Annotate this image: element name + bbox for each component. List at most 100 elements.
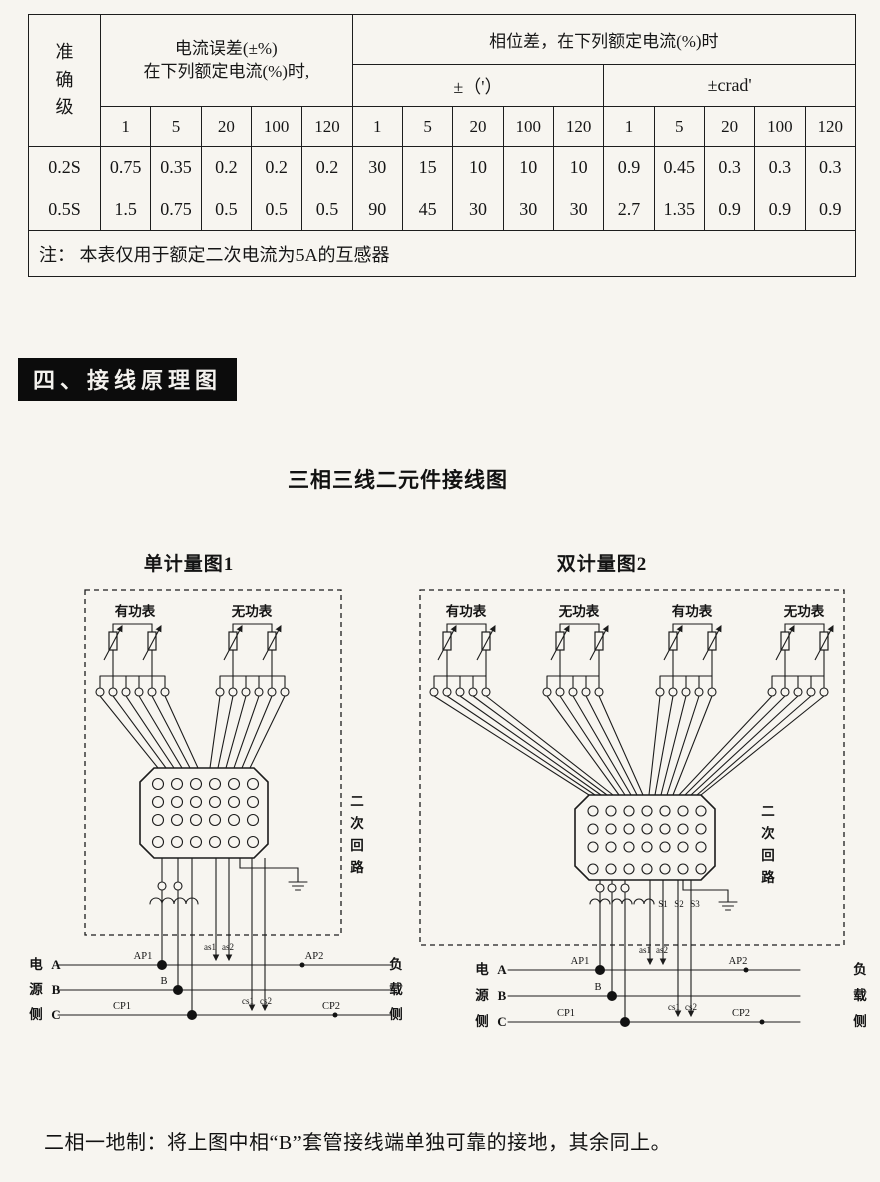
cell: 30 (351, 146, 403, 189)
source-side-char: 侧 (475, 1013, 489, 1029)
source-side-char: 电 (29, 956, 43, 972)
load-side-char: 侧 (389, 1006, 403, 1022)
loop-char: 次 (350, 815, 364, 831)
secondary-circuit-boundary-right (419, 589, 845, 946)
terminal-label-AP1: AP1 (571, 956, 590, 967)
winding-label-s2: S2 (674, 899, 684, 909)
phase-minutes-header: ±（'） (351, 64, 605, 107)
wiring-diagrams: 单计量图1 有功表 无功表 (29, 552, 867, 1029)
load-side-char: 负 (389, 956, 403, 972)
terminal-label-as1: as1 (204, 942, 216, 952)
terminal-label-AP2: AP2 (729, 956, 748, 967)
diagram-title: 三相三线二元件接线图 (288, 468, 508, 492)
load-side-char: 载 (389, 981, 403, 997)
cell: 0.5 (301, 188, 353, 231)
cross-wiring-left (99, 695, 286, 769)
phase-letter: C (51, 1007, 60, 1022)
cell: 0.9 (754, 188, 806, 231)
active-meter-label: 有功表 (446, 603, 487, 619)
percent-columns-row: 1 5 20 100 120 1 5 20 100 120 1 5 20 100… (29, 106, 857, 147)
terminal-label-cs1: cs1 (668, 1002, 680, 1012)
percent-col: 1 (99, 106, 152, 147)
terminal-label-CP2: CP2 (732, 1008, 750, 1019)
terminal-block-left (139, 767, 269, 859)
secondary-loop-label-left: 二 次 回 路 (350, 794, 364, 875)
loop-char: 次 (761, 825, 775, 841)
diagram-single-metering: 单计量图1 有功表 无功表 (29, 552, 403, 1022)
accuracy-class-header: 准 确 级 (28, 14, 101, 147)
percent-col: 1 (603, 106, 655, 147)
terminal-label-cs1: cs1 (242, 996, 254, 1006)
right-diagram-caption: 双计量图2 (557, 553, 648, 575)
percent-col: 100 (502, 106, 554, 147)
percent-col: 20 (200, 106, 252, 147)
loop-char: 二 (761, 804, 775, 819)
phase-difference-header: 相位差，在下列额定电流(%)时 (351, 14, 857, 65)
winding-label-s3: S3 (690, 899, 700, 909)
cell: 0.75 (99, 146, 152, 189)
section-heading: 四、接线原理图 (18, 358, 238, 401)
load-side-char: 载 (853, 987, 867, 1003)
meter-terminal-row-left (95, 687, 290, 697)
phase-letter: A (51, 957, 61, 972)
table-row: 0.2S 0.75 0.35 0.2 0.2 0.2 30 15 10 10 1… (28, 146, 857, 189)
table-row: 0.5S 1.5 0.75 0.5 0.5 0.5 90 45 30 30 30… (28, 188, 857, 231)
cell: 15 (401, 146, 454, 189)
cell: 0.5 (200, 188, 252, 231)
percent-col: 20 (452, 106, 504, 147)
cell: 1.35 (653, 188, 705, 231)
cell: 0.35 (150, 146, 202, 189)
reactive-meter-label: 无功表 (558, 603, 600, 619)
percent-col: 120 (552, 106, 605, 147)
cell: 10 (552, 146, 605, 189)
load-side-char: 负 (853, 961, 867, 977)
terminal-label-CP1: CP1 (557, 1008, 575, 1019)
table-note: 注： 本表仅用于额定二次电流为5A的互感器 (28, 230, 856, 277)
source-side-char: 源 (29, 981, 43, 997)
percent-col: 120 (804, 106, 857, 147)
ct-secondary-right: S1 S2 S3 as1 as2 cs1 cs2 (589, 879, 700, 1023)
footer-note: 二相一地制：将上图中相“B”套管接线端单独可靠的接地，其余同上。 (44, 1132, 672, 1154)
terminal-label-as1: as1 (639, 945, 651, 955)
left-diagram-caption: 单计量图1 (144, 552, 235, 575)
meter-elements-left (99, 623, 286, 689)
accuracy-class-cell: 0.2S (28, 146, 101, 189)
cell: 0.5 (250, 188, 303, 231)
loop-char: 回 (761, 848, 775, 863)
phase-letter: A (497, 962, 507, 977)
terminal-label-AP1: AP1 (134, 951, 153, 962)
terminal-label-CP2: CP2 (322, 1001, 340, 1012)
cell: 0.9 (603, 146, 655, 189)
current-error-header: 电流误差(±%) 在下列额定电流(%)时, (100, 14, 353, 107)
ground-symbol-left (239, 857, 308, 891)
cross-wiring-right (433, 695, 825, 796)
phase-letter: B (52, 982, 61, 997)
terminal-label-CP1: CP1 (113, 1001, 131, 1012)
cell: 30 (502, 188, 554, 231)
loop-char: 二 (350, 794, 364, 809)
percent-col: 100 (250, 106, 303, 147)
meter-elements-right (433, 623, 834, 689)
cell: 0.3 (703, 146, 756, 189)
terminal-block-right (574, 794, 716, 881)
terminal-label-AP2: AP2 (305, 951, 324, 962)
cell: 45 (401, 188, 454, 231)
cell: 30 (452, 188, 504, 231)
diagram-dual-metering: 双计量图2 有功表 无功表 有功表 无功表 (419, 553, 867, 1029)
cell: 0.2 (301, 146, 353, 189)
active-meter-label: 有功表 (672, 603, 713, 619)
cell: 10 (502, 146, 554, 189)
secondary-loop-label-right: 二 次 回 路 (761, 804, 775, 885)
percent-col: 20 (703, 106, 756, 147)
terminal-label-cs2: cs2 (260, 996, 272, 1006)
accuracy-class-cell: 0.5S (28, 188, 101, 231)
secondary-circuit-boundary-left (84, 589, 342, 936)
percent-col: 120 (301, 106, 353, 147)
cell: 10 (452, 146, 504, 189)
loop-char: 路 (761, 869, 775, 885)
phase-lines-right: AP1 AP2 B CP1 CP2 电 源 侧 A B C 负 载 侧 (475, 956, 867, 1029)
terminal-label-as2: as2 (222, 942, 234, 952)
cell: 0.75 (150, 188, 202, 231)
phase-lines-left: AP1 AP2 B CP1 CP2 电 源 侧 A B C 负 载 侧 (29, 951, 403, 1022)
